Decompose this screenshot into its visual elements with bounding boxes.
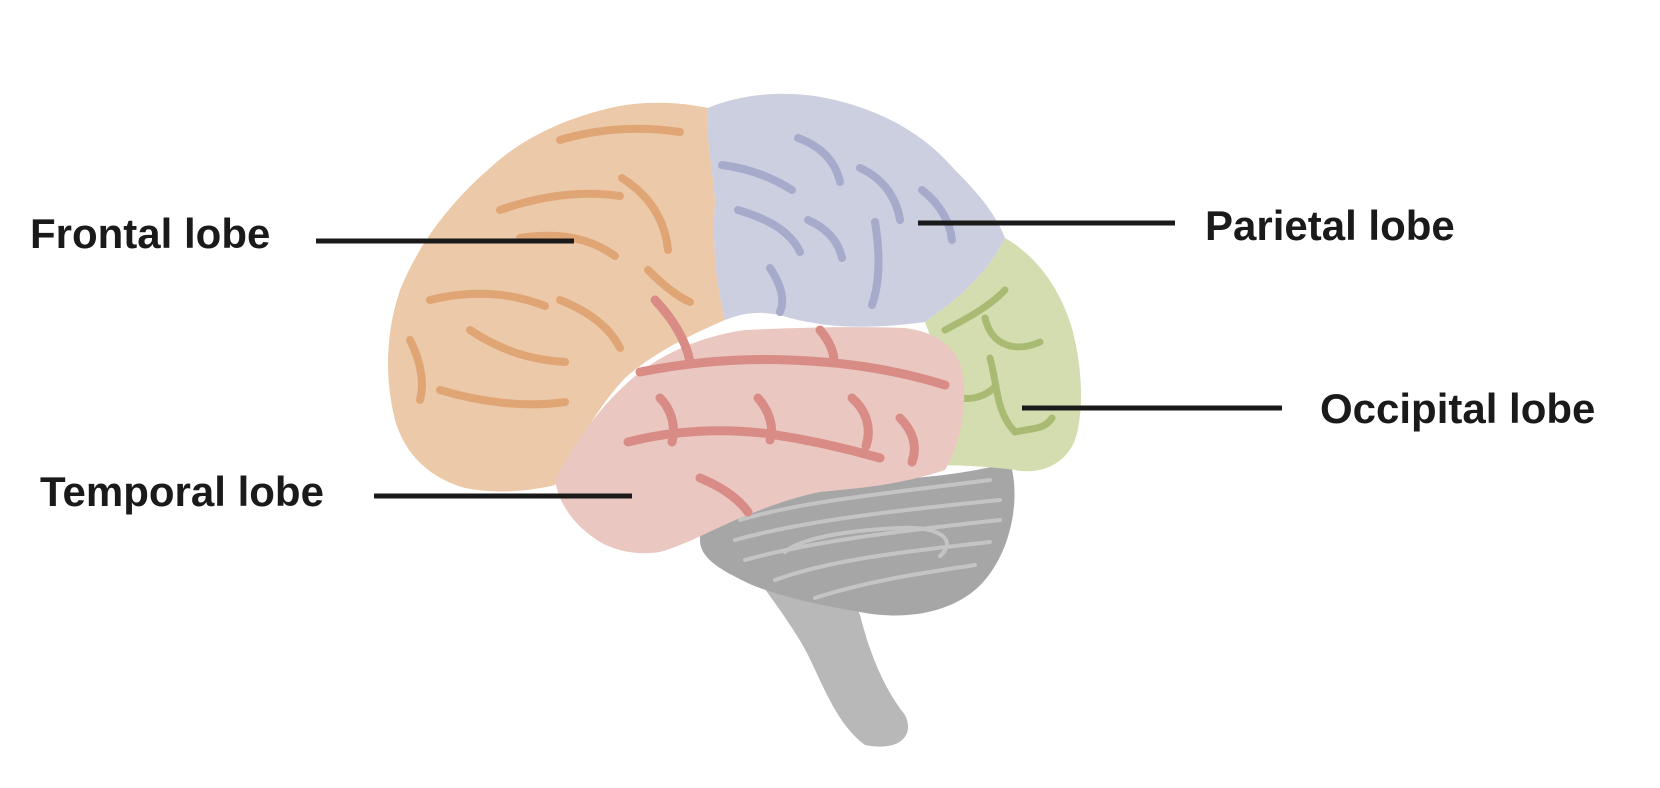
occipital-lobe [925,238,1082,472]
temporal-lobe [555,295,965,554]
parietal-lobe-label: Parietal lobe [1205,202,1455,249]
temporal-lobe-label: Temporal lobe [40,468,324,515]
occipital-lobe-label: Occipital lobe [1320,385,1595,432]
brain-stem [735,545,909,747]
frontal-lobe [388,102,725,492]
frontal-lobe-label: Frontal lobe [30,210,270,257]
parietal-lobe [707,93,1005,327]
